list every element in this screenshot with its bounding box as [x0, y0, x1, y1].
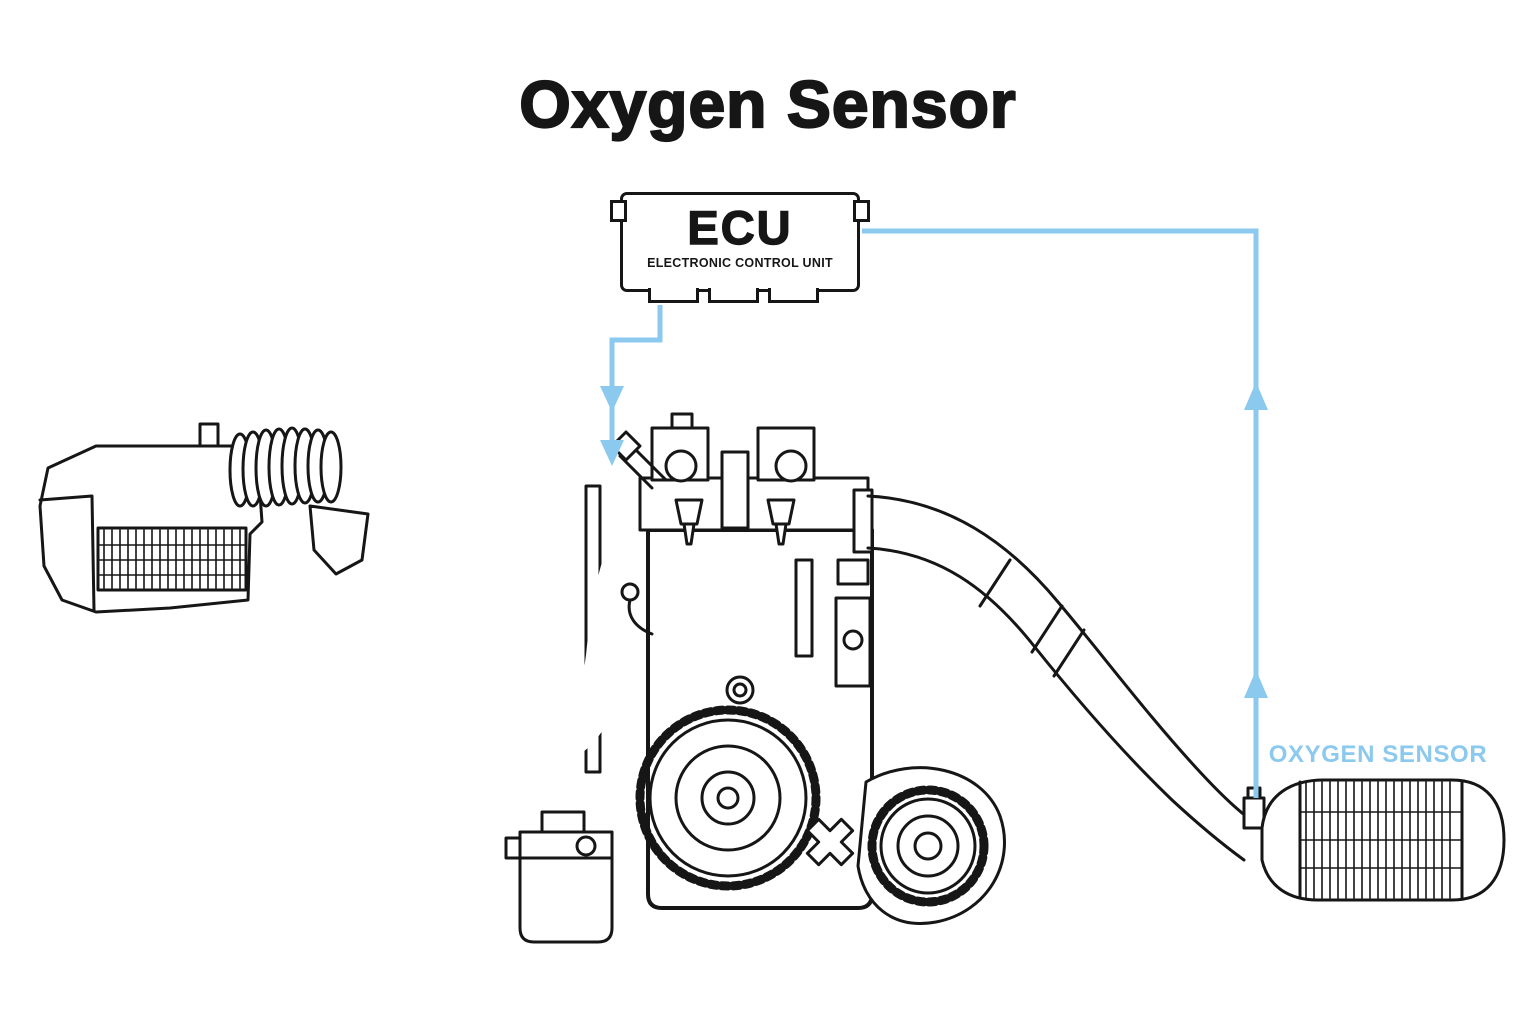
page-title: Oxygen Sensor	[518, 66, 1017, 142]
arrow-down-icon	[600, 386, 624, 412]
arrow-up-icon	[1244, 382, 1268, 410]
ecu-box: ECU ELECTRONIC CONTROL UNIT	[610, 192, 870, 303]
ecu-label: ECU	[687, 201, 793, 254]
ecu-mount-tab-right	[853, 200, 870, 222]
intake-bracket	[308, 504, 370, 576]
ecu-subtitle: ELECTRONIC CONTROL UNIT	[647, 256, 833, 270]
exhaust-flange	[852, 488, 874, 554]
exhaust-pipe	[866, 494, 1264, 862]
ecu-pin	[768, 288, 819, 303]
cross-mark	[805, 817, 855, 867]
muffler	[1260, 778, 1506, 902]
signal-arrows	[600, 382, 1268, 698]
oxygen-sensor-label: OXYGEN SENSOR	[1268, 741, 1488, 768]
ecu-pin	[648, 288, 699, 303]
arrow-up-icon	[1244, 670, 1268, 698]
pulley	[867, 785, 989, 907]
cylinder-head	[610, 412, 870, 546]
corrugated-hose	[228, 426, 343, 508]
air-filter-element-grid	[96, 526, 248, 592]
intake-tube	[318, 437, 678, 767]
ecu-mount-tab-left	[610, 200, 627, 222]
oil-pan	[504, 810, 614, 944]
signal-line-sensor-to-ecu	[862, 228, 1259, 798]
air-filter-assembly	[38, 422, 264, 614]
ecu-pin	[708, 288, 759, 303]
engine-block	[504, 412, 1006, 944]
dipstick	[620, 582, 654, 636]
catalytic-grid	[1298, 780, 1464, 900]
spark-plug-connector	[610, 430, 642, 462]
arrow-down-icon	[600, 440, 624, 466]
flywheel-gear	[635, 705, 821, 891]
ecu-connector-pins	[648, 288, 819, 303]
